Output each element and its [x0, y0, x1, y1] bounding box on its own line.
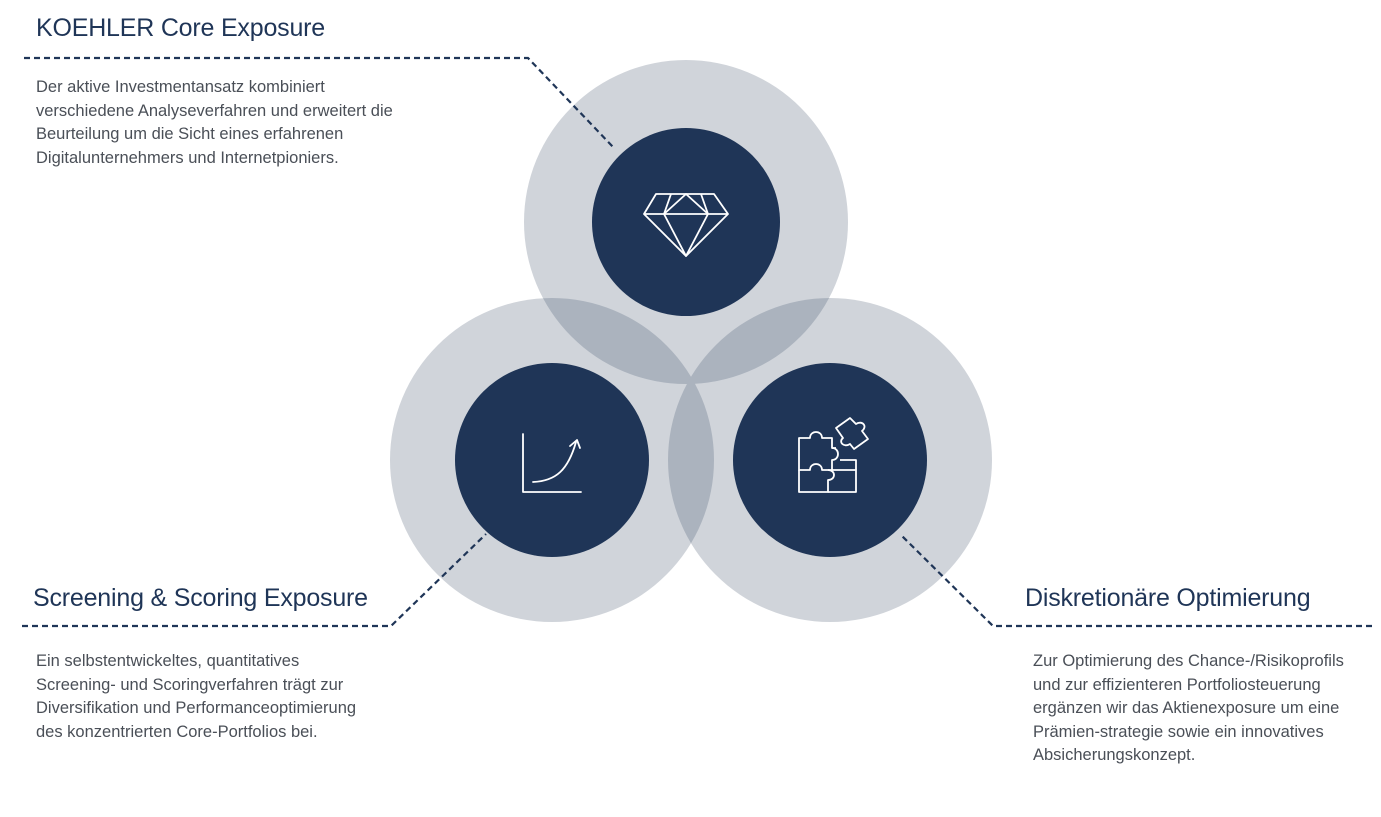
- discretionary-leader-line: [901, 535, 1372, 628]
- screening-title: Screening & Scoring Exposure: [33, 584, 368, 612]
- puzzle-icon: [798, 417, 869, 493]
- screening-description: Ein selbstentwickeltes, quantitatives Sc…: [36, 652, 357, 741]
- discretionary-description: Zur Optimierung des Chance-/Risikoprofil…: [1033, 652, 1344, 764]
- core-inner-circle: [592, 128, 780, 316]
- core-description: Der aktive Investmentansatz kombiniert v…: [36, 78, 393, 167]
- diamond-icon: [643, 193, 729, 257]
- growth-chart-icon: [522, 433, 582, 493]
- screening-inner-circle: [455, 363, 649, 557]
- core-title: KOEHLER Core Exposure: [36, 14, 325, 42]
- core-leader-line: [24, 56, 615, 149]
- discretionary-inner-circle: [733, 363, 927, 557]
- discretionary-title: Diskretionäre Optimierung: [1025, 584, 1311, 612]
- screening-leader-line: [22, 533, 487, 628]
